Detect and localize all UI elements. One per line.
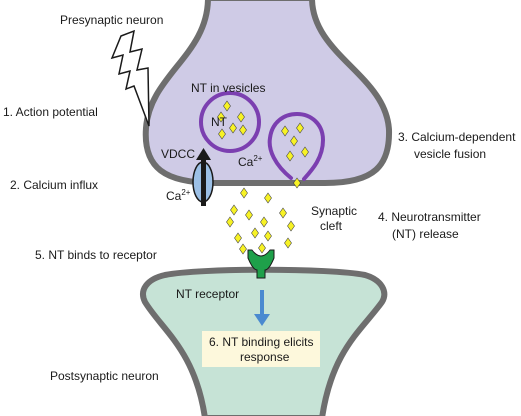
nt-molecule-diamond bbox=[240, 187, 248, 199]
label-vdcc: VDCC bbox=[161, 147, 195, 161]
synaptic-vesicle bbox=[199, 91, 261, 153]
nt-receptor-shape bbox=[247, 249, 275, 279]
label-nt-receptor: NT receptor bbox=[176, 287, 239, 301]
nt-molecule-diamond bbox=[286, 150, 294, 162]
nt-molecule-diamond bbox=[281, 125, 289, 137]
label-presynaptic: Presynaptic neuron bbox=[60, 13, 163, 27]
label-postsynaptic: Postsynaptic neuron bbox=[50, 369, 159, 383]
label-cleft: cleft bbox=[320, 219, 343, 233]
nt-molecule-diamond bbox=[258, 242, 266, 254]
nt-molecule-diamond bbox=[239, 243, 247, 255]
nt-molecule-diamond bbox=[251, 227, 259, 239]
nt-molecule-diamond bbox=[239, 124, 247, 136]
blue-down-arrow-icon bbox=[260, 290, 264, 318]
nt-molecule-diamond bbox=[234, 232, 242, 244]
label-nt-in-vesicles: NT in vesicles bbox=[191, 81, 265, 95]
nt-molecule-diamond bbox=[284, 237, 292, 249]
label-response-1: 6. NT binding elicits bbox=[209, 335, 314, 349]
nt-molecule-diamond bbox=[301, 146, 309, 158]
nt-molecule-diamond bbox=[218, 128, 226, 140]
nt-molecule-diamond bbox=[287, 220, 295, 232]
response-box bbox=[202, 331, 320, 367]
blue-arrowhead bbox=[254, 314, 270, 326]
nt-molecule-diamond bbox=[245, 209, 253, 221]
nt-molecule-diamond bbox=[279, 207, 287, 219]
label-vesicle-fusion-2: vesicle fusion bbox=[414, 147, 486, 161]
label-calcium-influx: 2. Calcium influx bbox=[10, 178, 98, 192]
label-nt-release-2: (NT) release bbox=[392, 227, 459, 241]
lightning-bolt-icon bbox=[110, 29, 150, 127]
fusing-vesicle bbox=[267, 111, 326, 181]
label-nt: NT bbox=[211, 115, 228, 129]
nt-molecule-diamond bbox=[260, 216, 268, 228]
nt-diamonds bbox=[217, 100, 309, 255]
label-vesicle-fusion-1: 3. Calcium-dependent bbox=[398, 130, 516, 144]
nt-molecule-diamond bbox=[223, 100, 231, 112]
nt-molecule-diamond bbox=[264, 230, 272, 242]
nt-molecule-diamond bbox=[293, 177, 301, 189]
nt-molecule-diamond bbox=[264, 192, 272, 204]
label-nt-release-1: 4. Neurotransmitter bbox=[378, 210, 481, 224]
label-ca-inside: Ca2+ bbox=[238, 154, 263, 169]
nt-molecule-diamond bbox=[229, 122, 237, 134]
calcium-arrowhead bbox=[196, 148, 211, 160]
label-nt-binds: 5. NT binds to receptor bbox=[35, 248, 157, 262]
nt-molecule-diamond bbox=[296, 122, 304, 134]
nt-molecule-diamond bbox=[226, 216, 234, 228]
label-synaptic: Synaptic bbox=[311, 204, 357, 218]
nt-molecule-diamond bbox=[237, 111, 245, 123]
nt-molecule-diamond bbox=[290, 135, 298, 147]
calcium-arrow-icon bbox=[201, 156, 206, 206]
label-ca-outside: Ca2+ bbox=[166, 188, 191, 203]
nt-molecule-diamond bbox=[217, 111, 225, 123]
label-response-2: response bbox=[240, 350, 290, 364]
nt-molecule-diamond bbox=[230, 204, 238, 216]
label-action-potential: 1. Action potential bbox=[3, 105, 98, 119]
